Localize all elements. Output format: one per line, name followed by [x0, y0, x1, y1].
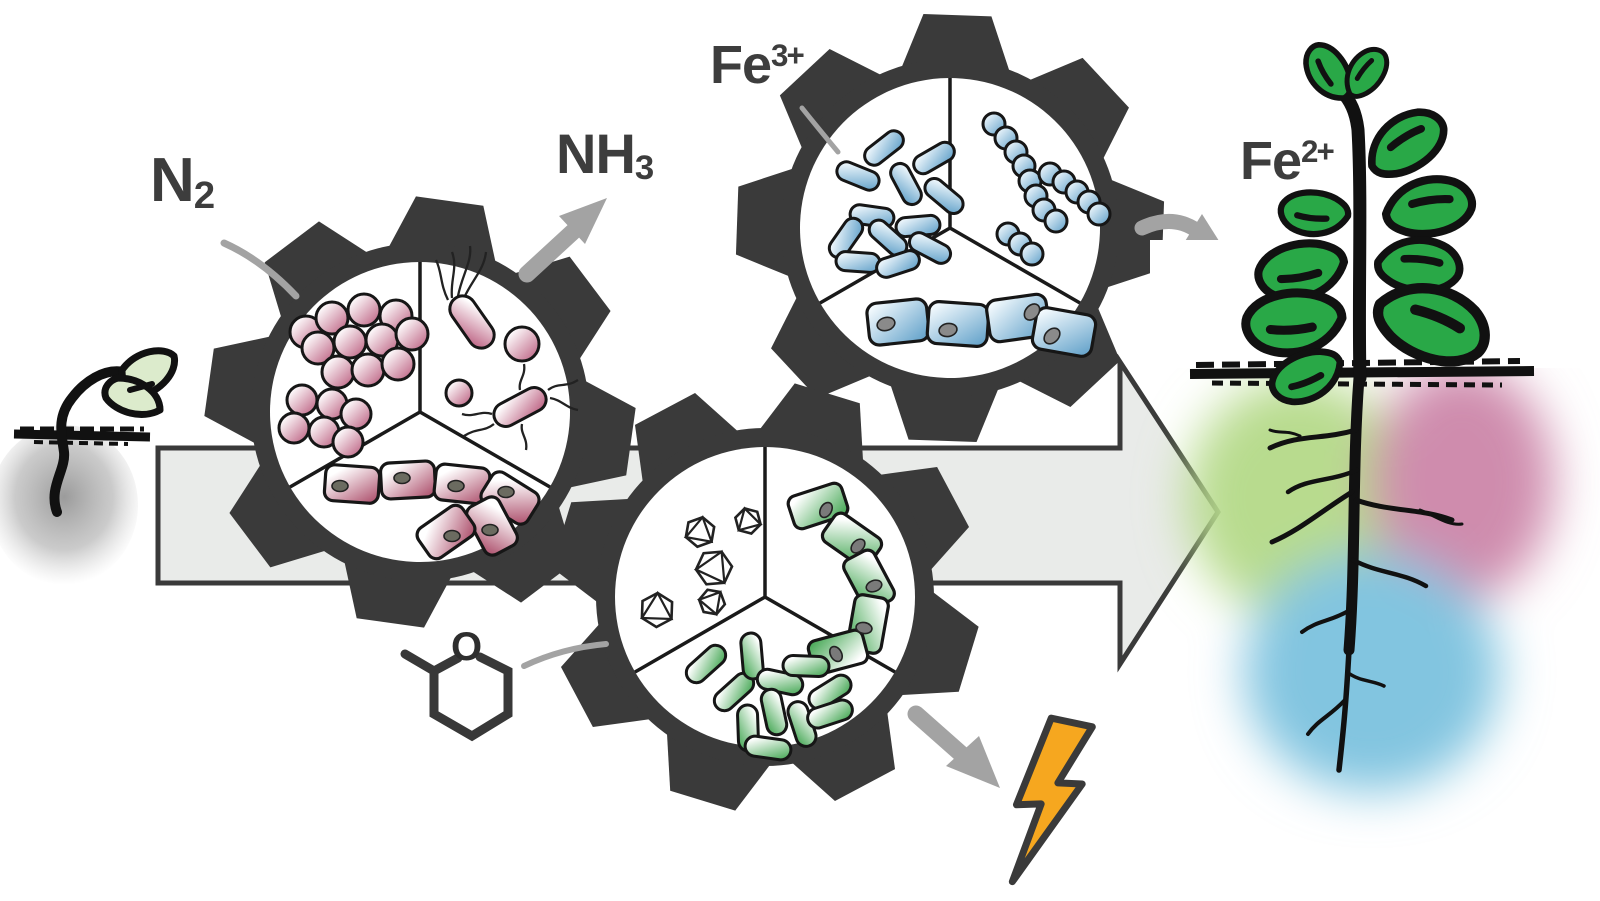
green-rod-bacteria	[684, 631, 854, 762]
fe3-label: Fe3+	[710, 35, 805, 95]
n2-pointer	[220, 239, 300, 300]
ring-oxygen-label: O	[451, 625, 483, 669]
fe2-arrow-shaft	[1134, 214, 1204, 238]
blue-coccus-chains	[981, 111, 1112, 267]
soil-nutrient-zone	[1186, 364, 1554, 792]
electrogenesis-gear	[499, 331, 1031, 863]
pink-cocci-clusters	[277, 292, 430, 459]
depleted-seedling	[0, 347, 178, 585]
iron-reduction-gear	[729, 7, 1171, 449]
nh3-label: NH3	[556, 122, 654, 188]
lightning-bolt-icon	[1008, 714, 1096, 886]
seedling-soil-line	[13, 429, 151, 442]
electricity-arrowhead	[946, 736, 1000, 788]
depleted-soil-blob	[0, 425, 138, 585]
gear-sector-dividers	[634, 447, 896, 674]
fe2-label: Fe2+	[1240, 131, 1335, 191]
blue-filament-cells	[865, 292, 1098, 358]
healthy-plant	[1150, 38, 1600, 792]
plant-roots	[1267, 372, 1464, 773]
electricity-arrow-shaft	[907, 705, 977, 769]
plant-stem	[1335, 85, 1367, 385]
gray-pointers	[220, 105, 1204, 769]
pink-filament-cells	[322, 459, 541, 561]
methyl-bond	[400, 649, 439, 676]
nh3-arrow-shaft	[518, 219, 586, 283]
n2-label: N2	[150, 146, 215, 217]
seedling-stem	[49, 366, 129, 517]
pink-flagellated-bacteria	[434, 245, 579, 451]
green-filament-cells	[786, 481, 896, 676]
organics-pointer	[521, 641, 609, 669]
nitrogen-fixation-gear	[179, 171, 661, 653]
nh3-arrowhead	[559, 198, 607, 244]
organic-molecule	[400, 649, 513, 742]
fe3-pointer	[799, 105, 841, 155]
blue-rod-bacteria	[827, 129, 965, 279]
